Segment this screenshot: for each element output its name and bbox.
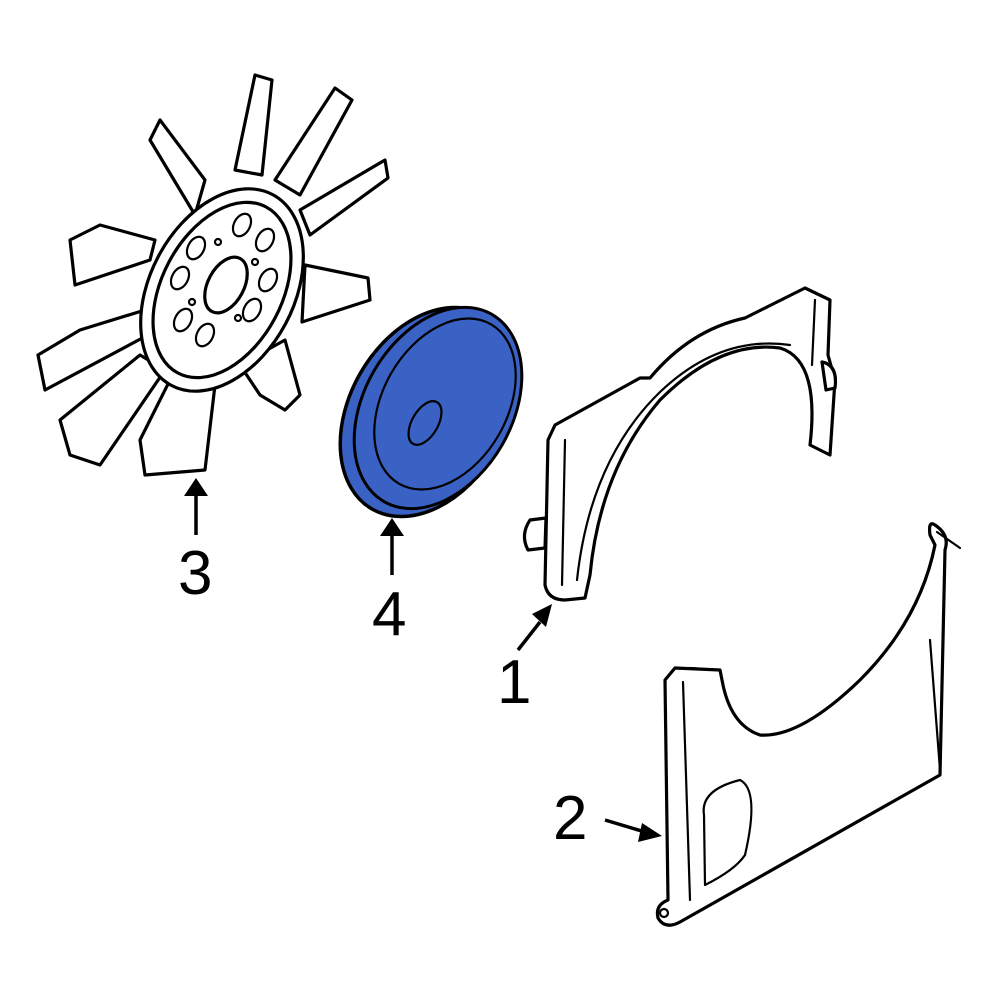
- callout-label-4: 4: [372, 580, 407, 649]
- callout-label-2: 2: [553, 784, 588, 853]
- callout-label-1: 1: [497, 648, 532, 717]
- upper-fan-shroud[interactable]: [522, 286, 838, 602]
- callout-label-3: 3: [178, 539, 213, 608]
- callout-arrows: [184, 478, 662, 842]
- lower-fan-shroud[interactable]: [655, 522, 962, 927]
- fan-blade-assembly[interactable]: [36, 73, 390, 477]
- pulley-highlighted[interactable]: [304, 276, 556, 548]
